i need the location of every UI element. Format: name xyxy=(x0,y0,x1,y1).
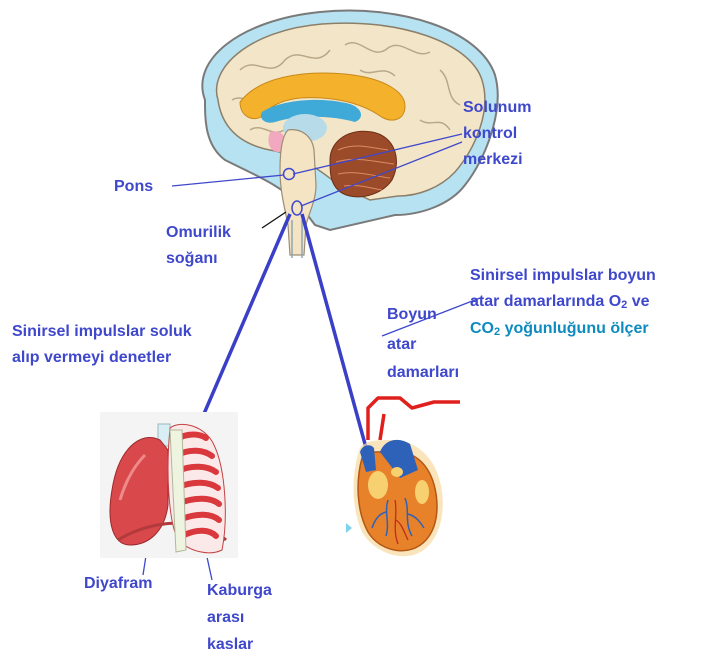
label-impulses-right-3: CO2 yoğunluğunu ölçer xyxy=(470,318,649,343)
label-carotid-1: Boyun xyxy=(387,304,437,325)
label-intercostal-2: arası xyxy=(207,607,244,628)
lungs-illustration xyxy=(100,412,238,558)
label-impulses-right-1: Sinirsel impulslar boyun xyxy=(470,265,656,286)
medulla-pointer xyxy=(262,212,286,228)
label-diaphragm: Diyafram xyxy=(84,573,152,594)
label-carotid-3: damarları xyxy=(387,362,459,383)
label-pons: Pons xyxy=(114,176,153,197)
label-respiratory-center-1: Solunum xyxy=(463,97,531,118)
small-marker-icon xyxy=(346,523,352,533)
carotid-arteries-illustration xyxy=(368,398,460,440)
brain-illustration xyxy=(202,11,497,258)
label-impulses-right-2: atar damarlarında O2 ve xyxy=(470,291,650,316)
label-respiratory-center-3: merkezi xyxy=(463,149,523,170)
label-impulses-left-2: alıp vermeyi denetler xyxy=(12,347,171,368)
nerve-to-heart xyxy=(302,214,368,455)
label-medulla-2: soğanı xyxy=(166,248,218,269)
label-medulla-1: Omurilik xyxy=(166,222,231,243)
label-impulses-left-1: Sinirsel impulslar soluk xyxy=(12,321,192,342)
label-intercostal-3: kaslar xyxy=(207,634,253,655)
heart-illustration xyxy=(346,440,443,556)
label-carotid-2: atar xyxy=(387,334,416,355)
label-intercostal-1: Kaburga xyxy=(207,580,272,601)
label-respiratory-center-2: kontrol xyxy=(463,123,517,144)
